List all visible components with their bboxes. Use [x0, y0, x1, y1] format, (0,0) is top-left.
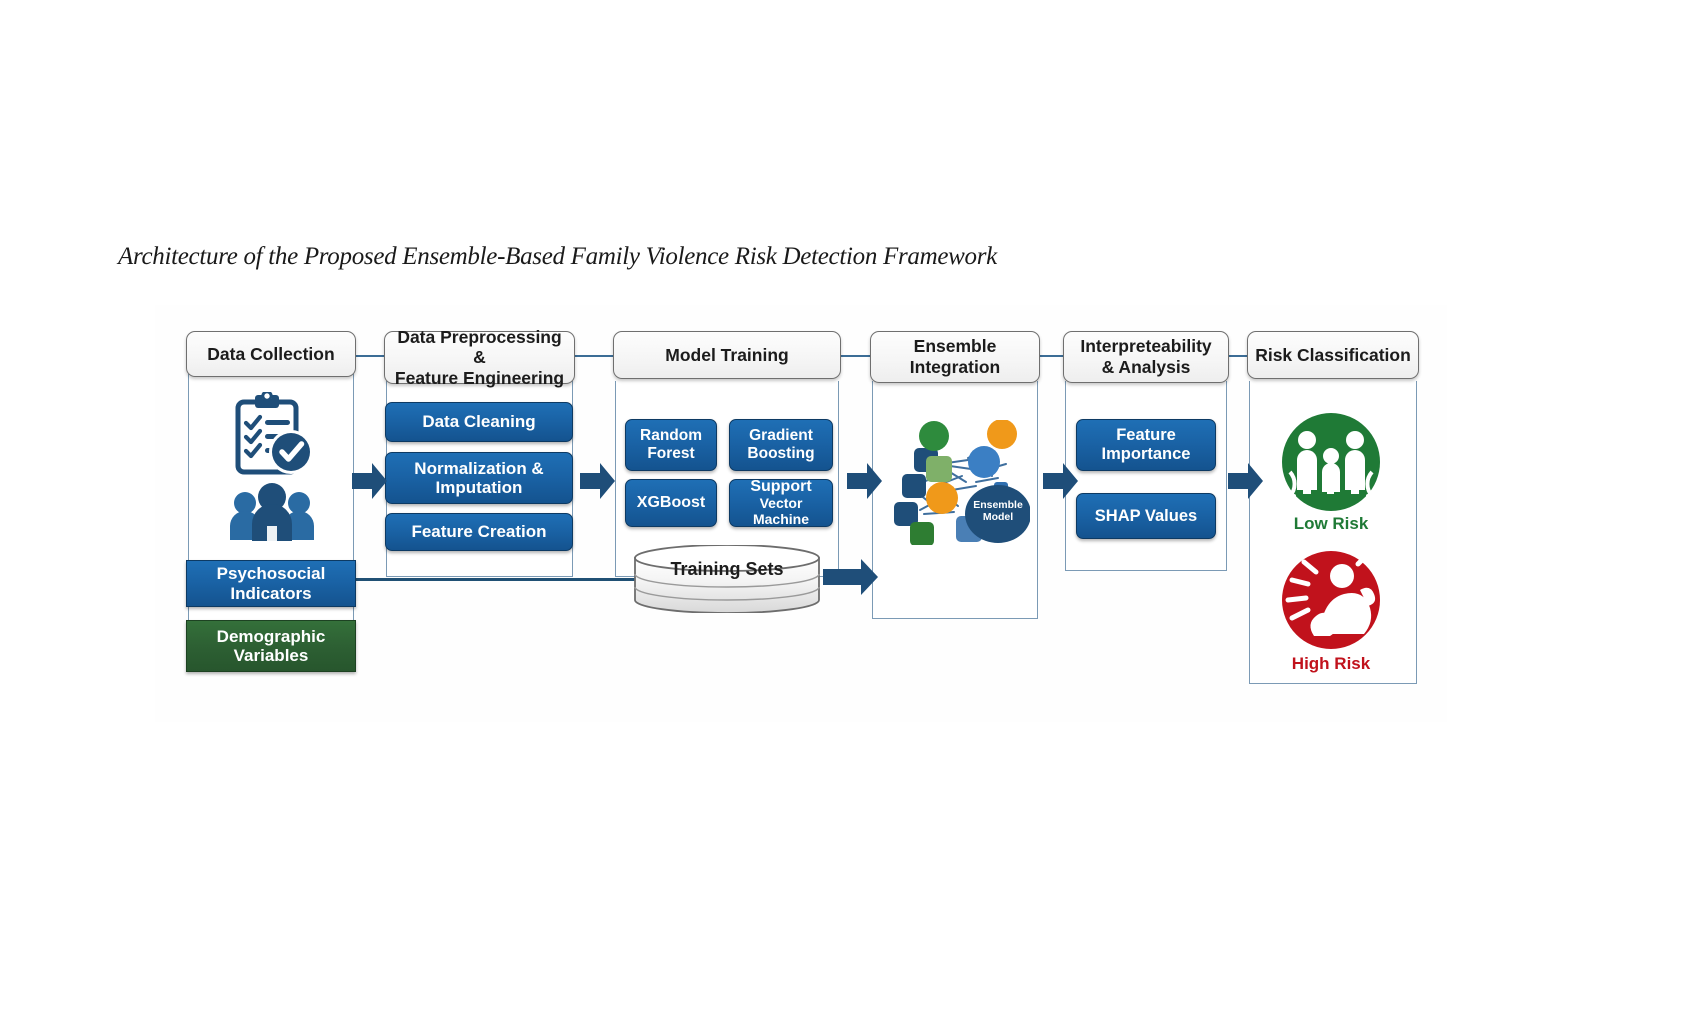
support-vector-machine-box[interactable]: Support Vector Machine [729, 477, 833, 528]
column-header-label: Risk Classification [1255, 344, 1411, 365]
feature-importance-box[interactable]: Feature Importance [1076, 419, 1216, 471]
low-risk-outcome[interactable]: Low Risk [1272, 412, 1390, 537]
low-risk-caption: Low Risk [1293, 514, 1369, 533]
box-line-1: Feature [1116, 426, 1176, 445]
band-line-2: Variables [233, 646, 309, 665]
column-header-ensemble-integration: Ensemble Integration [870, 331, 1040, 383]
header-connector-1 [352, 355, 384, 357]
band-line-2: Indicators [230, 583, 312, 603]
column-header-data-collection: Data Collection [186, 331, 356, 377]
box-line-1: Gradient [749, 427, 813, 445]
column-header-line-1: Ensemble [913, 336, 997, 357]
column-header-model-training: Model Training [613, 331, 841, 379]
arrow-preprocessing-to-training [580, 462, 616, 500]
box-label: SHAP Values [1094, 506, 1198, 525]
column-header-data-preprocessing: Data Preprocessing & Feature Engineering [384, 327, 575, 388]
header-connector-3 [840, 355, 872, 357]
box-label: XGBoost [636, 493, 706, 511]
random-forest-box[interactable]: Random Forest [625, 419, 717, 471]
column-header-line-2: Feature Engineering [394, 367, 565, 388]
box-line-1: Random [640, 427, 702, 445]
normalization-imputation-box[interactable]: Normalization & Imputation [385, 452, 573, 504]
arrow-trainingsets-to-ensemble [823, 558, 879, 596]
feature-creation-box[interactable]: Feature Creation [385, 513, 573, 551]
figure-title: Architecture of the Proposed Ensemble-Ba… [118, 243, 997, 270]
psychosocial-indicators-band[interactable]: Psychosocial Indicators [186, 560, 356, 607]
arrow-ensemble-to-interpretability [1043, 462, 1079, 500]
column-header-label: Model Training [665, 344, 789, 365]
box-line-2: Boosting [747, 445, 815, 462]
psychosocial-to-training-sets-line [356, 578, 646, 581]
box-line-2: Forest [647, 445, 695, 462]
demographic-variables-band[interactable]: Demographic Variables [186, 620, 356, 672]
column-header-line-2: Integration [909, 357, 1001, 377]
box-line-2: Importance [1101, 445, 1191, 463]
arrow-training-to-ensemble [847, 462, 883, 500]
box-line-2: Vector Machine [752, 495, 809, 528]
header-connector-2 [573, 355, 613, 357]
arrow-collection-to-preprocessing [352, 462, 388, 500]
gradient-boosting-box[interactable]: Gradient Boosting [729, 419, 833, 471]
high-risk-outcome[interactable]: High Risk [1272, 550, 1390, 678]
box-line-1: Support [750, 477, 812, 495]
arrow-interpretability-to-risk [1228, 462, 1264, 500]
box-line-2: Imputation [435, 478, 523, 497]
column-header-risk-classification: Risk Classification [1247, 331, 1419, 379]
column-header-line-1: Interpreteability [1080, 336, 1212, 357]
data-cleaning-box[interactable]: Data Cleaning [385, 402, 573, 442]
header-connector-5 [1226, 355, 1248, 357]
box-label: Data Cleaning [422, 412, 536, 432]
people-group-icon [228, 482, 316, 542]
band-line-1: Psychosocial [216, 564, 326, 584]
header-connector-4 [1036, 355, 1064, 357]
box-line-1: Normalization & [414, 458, 544, 478]
clipboard-checklist-icon [228, 390, 316, 478]
column-header-interpreteability-analysis: Interpreteability & Analysis [1063, 331, 1229, 383]
box-label: Feature Creation [411, 522, 547, 542]
band-line-1: Demographic [216, 626, 326, 646]
column-header-label: Data Collection [207, 343, 335, 364]
shap-values-box[interactable]: SHAP Values [1076, 493, 1216, 539]
column-header-line-1: Data Preprocessing & [397, 326, 562, 368]
high-risk-caption: High Risk [1291, 654, 1371, 673]
training-sets-cylinder[interactable]: Training Sets [632, 544, 822, 614]
column-header-line-2: & Analysis [1101, 357, 1191, 377]
xgboost-box[interactable]: XGBoost [625, 479, 717, 527]
column-body-interpreteability-analysis [1065, 381, 1227, 571]
ensemble-network-graph: Ensemble Model [880, 419, 1031, 546]
